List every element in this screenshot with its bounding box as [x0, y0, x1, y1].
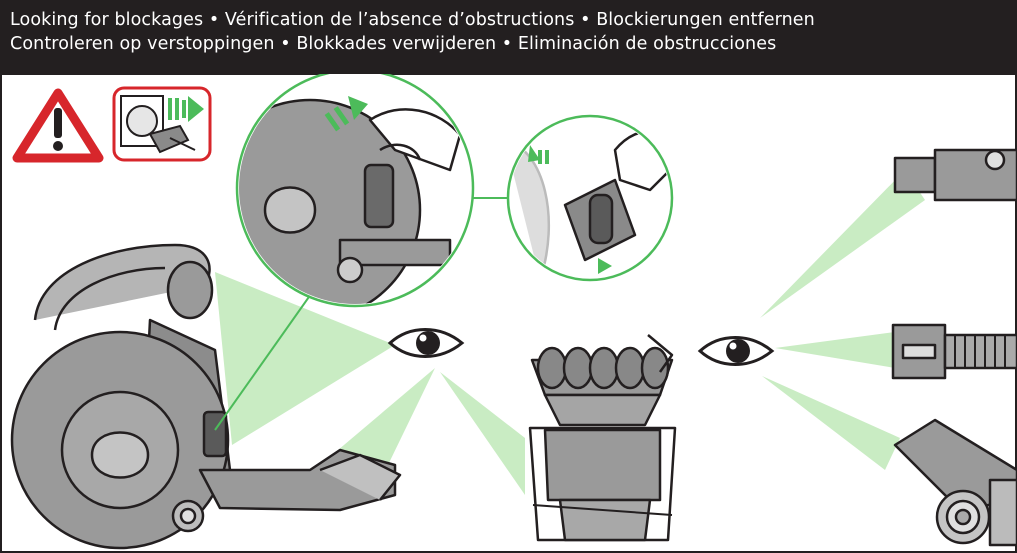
floorhead-illustration: [893, 418, 1017, 547]
wand-illustration: [893, 148, 1017, 202]
header-banner: Looking for blockages • Vérification de …: [0, 0, 1017, 74]
eye-icon: [387, 328, 465, 358]
warning-icon: [12, 88, 104, 163]
unplug-icon: [112, 86, 212, 162]
eye-icon: [697, 336, 775, 366]
hose-illustration: [891, 323, 1017, 380]
machine-illustration: [10, 243, 402, 550]
cyclone-illustration: [528, 334, 677, 542]
cone-wand: [760, 170, 925, 318]
header-line-2: Controleren op verstoppingen • Blokkades…: [10, 34, 777, 54]
cone-cyclone: [440, 372, 525, 495]
cone-machine-top: [215, 272, 395, 445]
cone-hose: [775, 332, 895, 368]
diagram-svg: [0, 74, 1017, 553]
diagram-stage: [0, 74, 1017, 553]
view-cones: [215, 170, 925, 498]
callout-filter-release: [506, 114, 674, 282]
header-line-1: Looking for blockages • Vérification de …: [10, 10, 815, 30]
cone-floorhead: [762, 376, 900, 470]
